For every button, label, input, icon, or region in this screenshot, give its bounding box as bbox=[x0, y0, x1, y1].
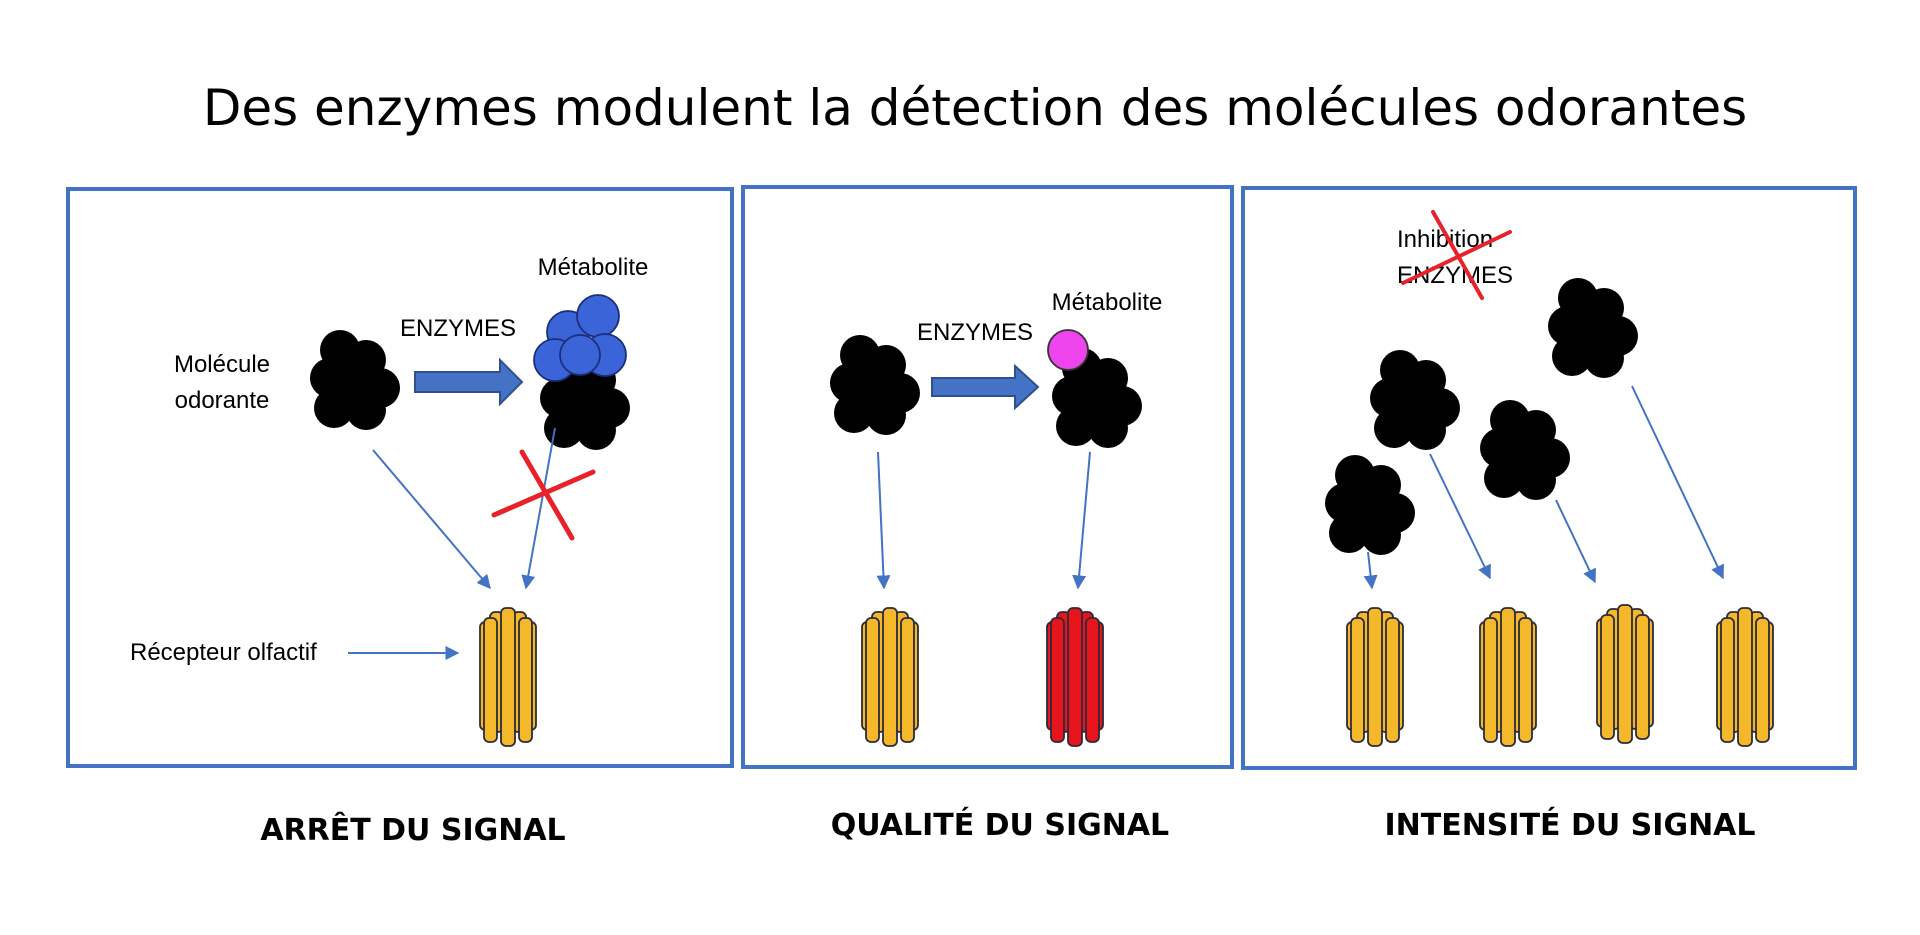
caption-qualite: QUALITÉ DU SIGNAL bbox=[831, 807, 1169, 843]
figure-title: Des enzymes modulent la détection des mo… bbox=[203, 79, 1747, 137]
olfactory-receptor bbox=[1716, 607, 1774, 747]
enzymes-label: ENZYMES bbox=[400, 315, 516, 342]
molecule-to-receptor-arrow bbox=[1363, 551, 1378, 590]
caption-arret: ARRÊT DU SIGNAL bbox=[260, 812, 565, 848]
enzyme-conversion-arrow bbox=[414, 357, 524, 407]
odorant-molecule bbox=[1548, 278, 1638, 378]
inhibition-cross-icon bbox=[1401, 210, 1512, 300]
metabolite-to-receptor-arrow bbox=[1072, 451, 1091, 590]
panel-arret-frame bbox=[66, 187, 734, 768]
odorant-molecule bbox=[1370, 350, 1460, 450]
odorant-molecule bbox=[310, 330, 400, 430]
odorant-molecule bbox=[1325, 455, 1415, 555]
molecule-to-receptor-arrow bbox=[876, 451, 891, 590]
caption-intensite: INTENSITÉ DU SIGNAL bbox=[1384, 807, 1755, 843]
blocked-cross-icon bbox=[491, 449, 596, 541]
molecule-label-line2: odorante bbox=[175, 387, 270, 414]
odorant-molecule bbox=[1480, 400, 1570, 500]
metabolite-label: Métabolite bbox=[538, 254, 649, 281]
olfactory-receptor-red bbox=[1046, 607, 1104, 747]
molecule-to-receptor-arrow bbox=[1555, 499, 1596, 584]
enzymes-label: ENZYMES bbox=[917, 319, 1033, 346]
metabolite-pink-group bbox=[1047, 329, 1089, 371]
metabolite-to-receptor-arrow bbox=[521, 427, 556, 590]
molecule-label-line1: Molécule bbox=[174, 351, 270, 378]
odorant-molecule bbox=[830, 335, 920, 435]
olfactory-receptor bbox=[479, 607, 537, 747]
panel-intensite-frame bbox=[1241, 186, 1857, 770]
panel-qualite-frame bbox=[741, 185, 1234, 769]
molecule-to-receptor-arrow bbox=[1429, 453, 1491, 580]
olfactory-receptor bbox=[1479, 607, 1537, 747]
molecule-to-receptor-arrow bbox=[1631, 385, 1724, 580]
molecule-to-receptor-arrow bbox=[372, 449, 491, 590]
enzyme-conversion-arrow bbox=[931, 363, 1040, 411]
olfactory-receptor bbox=[861, 607, 919, 747]
olfactory-receptor bbox=[1346, 607, 1404, 747]
olfactory-receptor bbox=[1596, 604, 1654, 744]
metabolite-label: Métabolite bbox=[1052, 289, 1163, 316]
metabolite-blue-cluster bbox=[533, 294, 627, 382]
receptor-label: Récepteur olfactif bbox=[130, 639, 317, 666]
